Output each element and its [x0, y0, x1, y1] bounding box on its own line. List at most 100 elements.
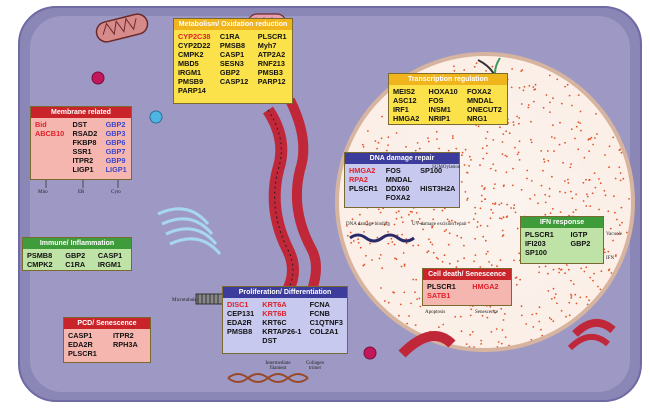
chromatin-dot: [543, 158, 545, 161]
chromatin-dot: [374, 140, 377, 142]
gene-label: GBP2: [219, 68, 240, 77]
chromatin-dot: [549, 212, 552, 215]
chromatin-dot: [447, 243, 450, 246]
gene-label: LIGP1: [72, 165, 94, 174]
chromatin-dot: [500, 342, 503, 345]
chromatin-dot: [501, 229, 504, 232]
chromatin-dot: [510, 86, 513, 89]
chromatin-dot: [399, 303, 402, 306]
chromatin-dot: [548, 317, 551, 319]
chromatin-dot: [500, 217, 503, 220]
chromatin-dot: [490, 331, 493, 333]
chromatin-dot: [547, 290, 550, 292]
gene-label: IFI203: [525, 239, 546, 248]
chromatin-dot: [594, 186, 597, 189]
chromatin-dot: [496, 265, 498, 268]
chromatin-dot: [463, 244, 465, 247]
chromatin-dot: [432, 251, 435, 254]
chromatin-dot: [395, 132, 398, 134]
chromatin-dot: [499, 217, 501, 220]
gene-label: FOS: [385, 166, 401, 175]
chromatin-dot: [501, 141, 504, 143]
chromatin-dot: [402, 252, 405, 254]
chromatin-dot: [385, 221, 388, 224]
chromatin-dot: [482, 157, 485, 160]
gene-label: ITPR2: [113, 331, 134, 340]
chromatin-dot: [395, 217, 398, 220]
gene-label: CASP1: [97, 251, 123, 260]
chromatin-dot: [464, 191, 467, 193]
gene-label: ATP2A2: [257, 50, 286, 59]
chromatin-dot: [363, 263, 366, 266]
chromatin-dot: [428, 238, 430, 241]
chromatin-dot: [590, 136, 593, 139]
chromatin-dot: [352, 240, 355, 242]
chromatin-dot: [465, 343, 468, 345]
chromatin-dot: [588, 299, 590, 302]
chromatin-dot: [420, 222, 423, 225]
chromatin-dot: [517, 151, 520, 154]
gene-label: EDA2R: [68, 340, 93, 349]
chromatin-dot: [568, 301, 571, 304]
chromatin-dot: [546, 150, 549, 152]
gene-label: DST: [72, 120, 88, 129]
chromatin-dot: [571, 197, 574, 200]
chromatin-dot: [362, 146, 365, 148]
chromatin-dot: [620, 151, 623, 154]
chromatin-dot: [566, 83, 569, 86]
chromatin-dot: [469, 333, 472, 336]
chromatin-dot: [618, 224, 621, 227]
chromatin-dot: [552, 320, 555, 323]
gene-label: FOXA2: [466, 87, 492, 96]
chromatin-dot: [511, 68, 513, 70]
chromatin-dot: [474, 206, 476, 209]
chromatin-dot: [454, 315, 457, 318]
gene-label: FOS: [428, 96, 444, 105]
chromatin-dot: [513, 259, 515, 262]
chromatin-dot: [608, 268, 611, 271]
chromatin-dot: [438, 326, 440, 328]
chromatin-dot: [549, 101, 551, 104]
chromatin-dot: [383, 224, 386, 226]
chromatin-dot: [543, 161, 546, 163]
chromatin-dot: [474, 237, 476, 240]
gene-label: CASP1: [219, 50, 245, 59]
chromatin-dot: [537, 202, 539, 205]
chromatin-dot: [479, 207, 482, 210]
chromatin-dot: [358, 223, 360, 226]
chromatin-dot: [520, 103, 523, 105]
chromatin-dot: [570, 128, 573, 130]
chromatin-dot: [567, 182, 570, 184]
chromatin-dot: [553, 150, 555, 152]
chromatin-dot: [412, 244, 415, 247]
chromatin-dot: [346, 234, 349, 237]
chromatin-dot: [481, 185, 483, 187]
chromatin-dot: [346, 225, 348, 227]
chromatin-dot: [503, 184, 505, 187]
gene-label: FKBP8: [72, 138, 97, 147]
chromatin-dot: [492, 139, 495, 141]
chromatin-dot: [418, 297, 421, 300]
mito-label: Mito: [38, 190, 48, 195]
chromatin-dot: [570, 163, 572, 165]
chromatin-dot: [577, 148, 580, 151]
chromatin-dot: [475, 62, 478, 65]
chromatin-dot: [552, 97, 554, 100]
chromatin-dot: [427, 137, 429, 139]
chromatin-dot: [461, 154, 463, 157]
chromatin-dot: [484, 239, 487, 242]
gene-label: FCNB: [309, 309, 330, 318]
chromatin-dot: [451, 135, 454, 137]
chromatin-dot: [609, 227, 612, 230]
chromatin-dot: [416, 142, 419, 144]
chromatin-dot: [489, 167, 492, 170]
chromatin-dot: [579, 122, 581, 124]
